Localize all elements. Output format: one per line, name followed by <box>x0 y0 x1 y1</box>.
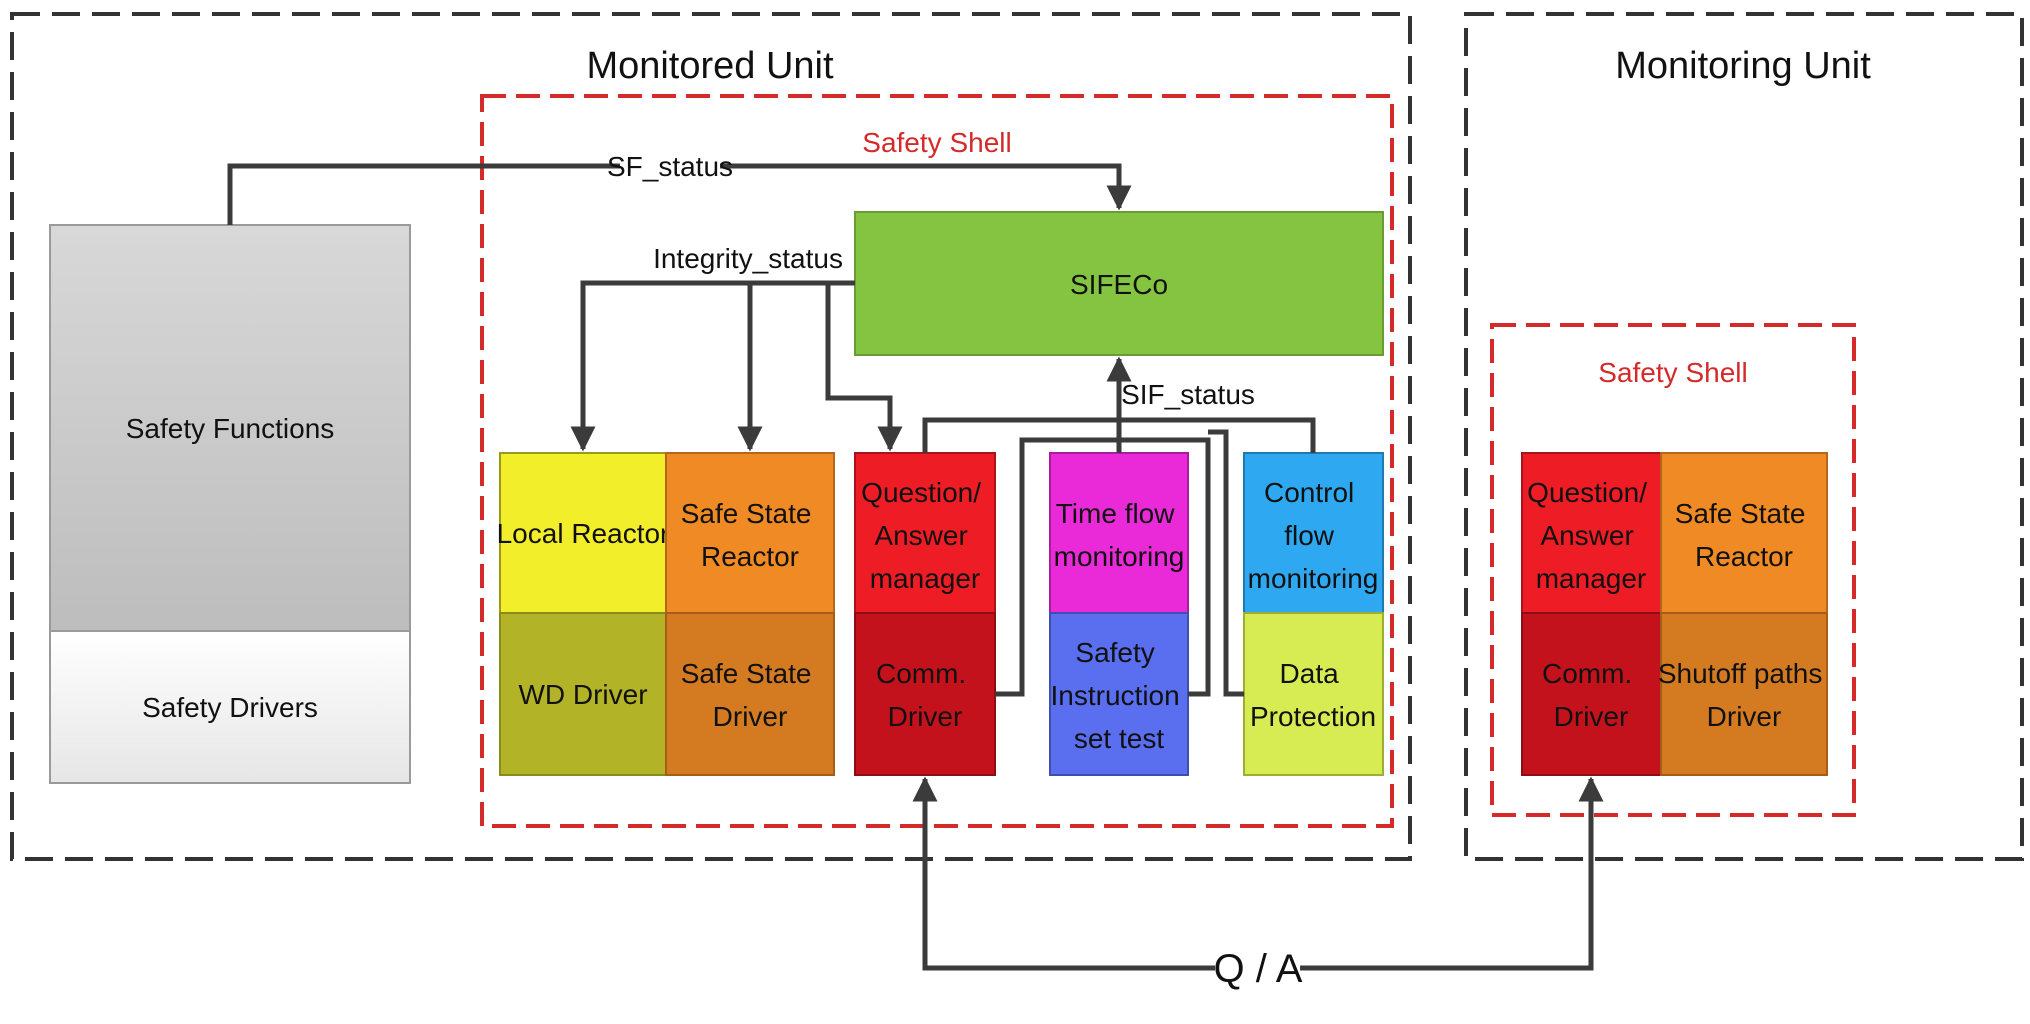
integrity-status-label: Integrity_status <box>653 243 843 274</box>
mon-shutoff-driver-label: Shutoff paths Driver <box>1658 658 1830 732</box>
sif-status-label: SIF_status <box>1121 379 1255 410</box>
safety-functions-label: Safety Functions <box>126 413 335 444</box>
qa-manager-label: Question/ Answer manager <box>861 477 989 594</box>
sif-bus-top <box>922 417 1316 453</box>
safety-drivers-block <box>49 630 411 784</box>
monitored-unit-title: Monitored Unit <box>586 45 834 87</box>
integrity-line-main <box>570 280 855 452</box>
qa-link-label: Q / A <box>1214 947 1303 991</box>
mon-qa-manager-label: Question/ Answer manager <box>1527 477 1655 594</box>
local-reactor-label: Local Reactor <box>497 518 670 549</box>
safety-instruction-block <box>1049 612 1189 776</box>
control-flow-block <box>1243 452 1384 614</box>
monitoring-safety-shell <box>1490 323 1856 817</box>
monitoring-unit-title: Monitoring Unit <box>1615 45 1871 87</box>
monitoring-unit-frame <box>1464 12 2024 861</box>
time-flow-label: Time flow monitoring <box>1054 498 1185 572</box>
monitored-unit-frame <box>10 12 1412 861</box>
monitored-safety-shell-title: Safety Shell <box>862 127 1011 158</box>
mon-comm-driver-block <box>1521 612 1662 776</box>
safety-functions-block <box>49 224 411 632</box>
data-prot-feed <box>1208 429 1244 697</box>
mon-qa-manager-block <box>1521 452 1662 614</box>
comm-driver-block <box>854 612 996 776</box>
monitored-safety-shell <box>480 94 1394 828</box>
integrity-line-qa <box>825 283 903 452</box>
sifeco-label: SIFECo <box>1070 269 1168 300</box>
data-protection-label: Data Protection <box>1250 658 1376 732</box>
safety-drivers-label: Safety Drivers <box>142 692 318 723</box>
data-protection-block <box>1243 612 1384 776</box>
wd-driver-label: WD Driver <box>518 679 647 710</box>
sifeco-block <box>854 211 1384 356</box>
control-flow-label: Control flow monitoring <box>1248 477 1379 594</box>
safe-state-reactor-block <box>665 452 835 614</box>
monitoring-safety-shell-title: Safety Shell <box>1598 357 1747 388</box>
safe-state-reactor-label: Safe State Reactor <box>681 498 820 572</box>
safety-instruction-label: Safety Instruction set test <box>1051 637 1188 754</box>
time-flow-block <box>1049 452 1189 614</box>
sf-status-label-bg <box>620 150 720 182</box>
sf-status-label: SF_status <box>607 151 733 182</box>
mon-comm-driver-label: Comm. Driver <box>1542 658 1640 732</box>
mon-shutoff-driver-block <box>1660 612 1828 776</box>
comm-driver-label: Comm. Driver <box>876 658 974 732</box>
safe-state-driver-block <box>665 612 835 776</box>
qa-manager-block <box>854 452 996 614</box>
qa-link-line <box>925 779 1591 971</box>
safe-state-driver-label: Safe State Driver <box>681 658 820 732</box>
mon-safe-state-reactor-block <box>1660 452 1828 614</box>
mon-safe-state-reactor-label: Safe State Reactor <box>1675 498 1814 572</box>
